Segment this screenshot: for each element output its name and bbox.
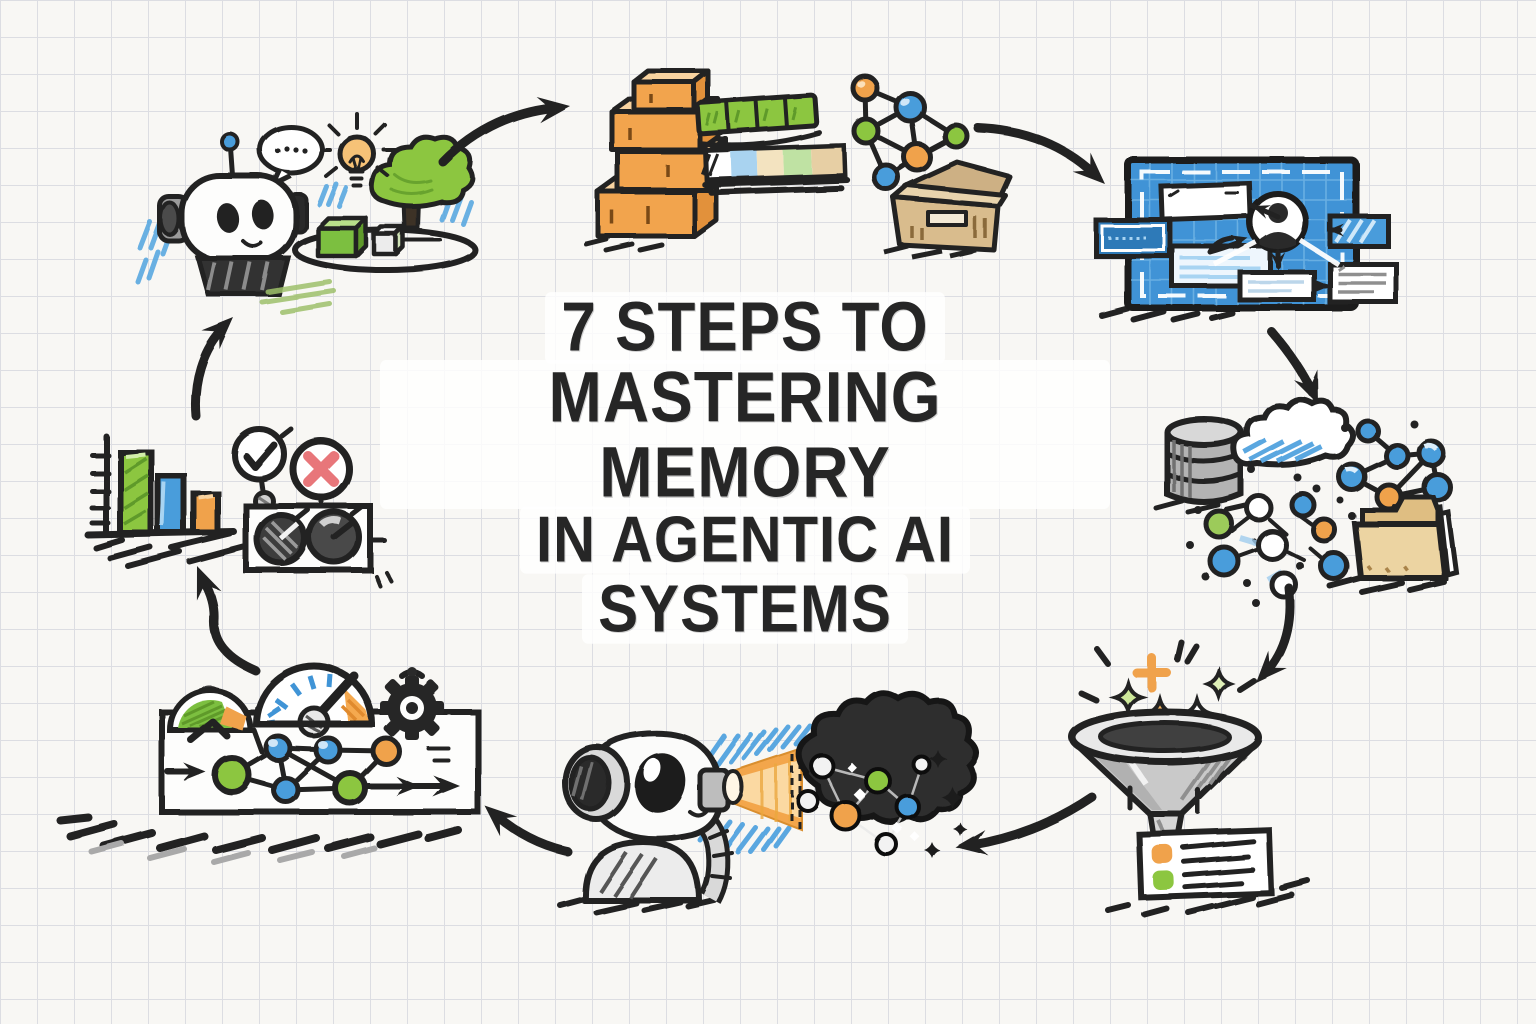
storage-cluster	[1153, 396, 1459, 607]
network-graph-icon	[850, 73, 970, 192]
note-card-icon	[1135, 826, 1275, 901]
funnel-icon	[1068, 708, 1262, 855]
memory-searchlight	[557, 689, 980, 915]
monitoring-dashboard	[56, 662, 481, 865]
periscope-robot-icon	[557, 730, 734, 915]
embedding-dots-icon	[1186, 466, 1396, 607]
arrow-4	[1246, 583, 1295, 692]
lightbulb-icon	[316, 112, 398, 188]
arrow-1	[438, 93, 572, 167]
shadow-hatch	[1099, 306, 1235, 323]
knob-panel-icon	[243, 503, 393, 588]
connector-arrow-icons	[1207, 199, 1344, 294]
shadow-hatch	[56, 813, 462, 854]
shadow-hatch-gray	[89, 841, 377, 865]
title-line-4: SYSTEMS	[582, 573, 908, 645]
blueprint-architecture	[1093, 156, 1399, 323]
speech-bubble-icon	[257, 124, 325, 191]
bar-chart-icon	[84, 433, 265, 569]
cloud-icon	[1230, 396, 1356, 469]
filtering-funnel	[1068, 640, 1311, 917]
small-gauge-icon	[166, 685, 254, 744]
title-line-1: 7 STEPS TO	[545, 291, 945, 365]
arrow-6	[476, 796, 573, 857]
star-icons	[924, 750, 967, 858]
flow-network-icon	[165, 727, 460, 806]
evaluation	[84, 426, 393, 588]
multicolor-segmented-bar-icon	[700, 143, 850, 196]
cube-icons	[315, 215, 406, 259]
arrow-2	[973, 123, 1114, 194]
memory-blocks	[583, 68, 1012, 260]
shadow-hatch	[583, 236, 665, 253]
stacked-blocks-icon	[595, 68, 729, 239]
dark-memory-cloud-icon	[795, 689, 980, 856]
page-title: 7 STEPS TO MASTERING MEMORY IN AGENTIC A…	[380, 291, 1110, 645]
robot-icon	[157, 132, 308, 297]
scribble-accent-icon	[135, 181, 474, 285]
green-segmented-bar-icon	[694, 92, 822, 148]
flashlight-beam-icon	[722, 746, 803, 832]
title-line-3: IN AGENTIC AI	[520, 505, 970, 574]
database-icon	[1153, 416, 1251, 515]
gear-icon	[380, 667, 444, 740]
storage-box-icon	[883, 159, 1012, 260]
cross-circle-icon	[289, 437, 353, 513]
checkmark-circle-icon	[231, 426, 294, 513]
user-avatar-icon	[1247, 191, 1309, 253]
arrow-8	[190, 308, 244, 421]
arrow-5	[953, 792, 1097, 860]
robot-with-ideas	[135, 112, 478, 315]
folder-icon	[1327, 494, 1459, 595]
arrow-7	[184, 561, 260, 675]
title-line-2: MASTERING MEMORY	[380, 360, 1110, 510]
speedometer-icon	[252, 662, 376, 739]
motion-lines-icon	[259, 279, 337, 315]
knowledge-graph-icon	[1336, 418, 1453, 512]
flow-arrows	[184, 93, 1330, 860]
shadow-hatch	[1105, 878, 1311, 917]
arrow-3	[1267, 327, 1330, 410]
